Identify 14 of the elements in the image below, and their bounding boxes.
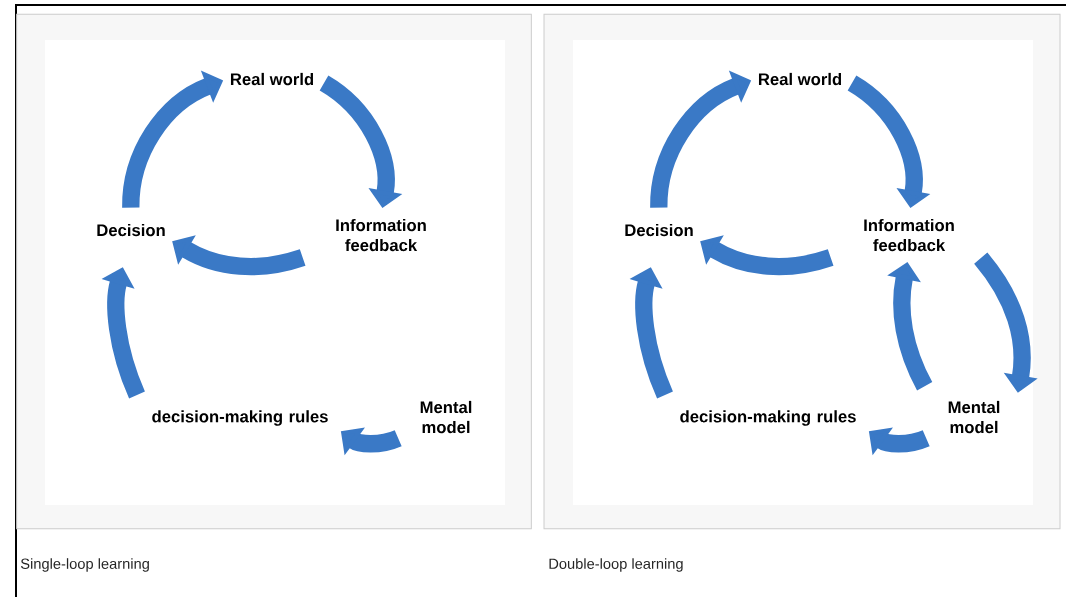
curved-arrow [847,75,931,208]
node-label: Mental model [420,400,472,434]
caption-text: Single-loop learning [20,558,149,572]
caption-text: Double-loop learning [549,558,683,572]
node-label: decision-making rules [680,410,856,426]
node-label: Decision [97,223,165,237]
node-label: Real world [759,72,842,86]
node-label: Mental model [948,400,1000,434]
node-label: Information feedback [336,218,426,252]
node-label: Information feedback [864,218,954,252]
curved-arrow [319,75,403,208]
node-label: decision-making rules [152,410,328,426]
node-label: Decision [625,223,693,237]
node-label: Real world [231,72,314,86]
